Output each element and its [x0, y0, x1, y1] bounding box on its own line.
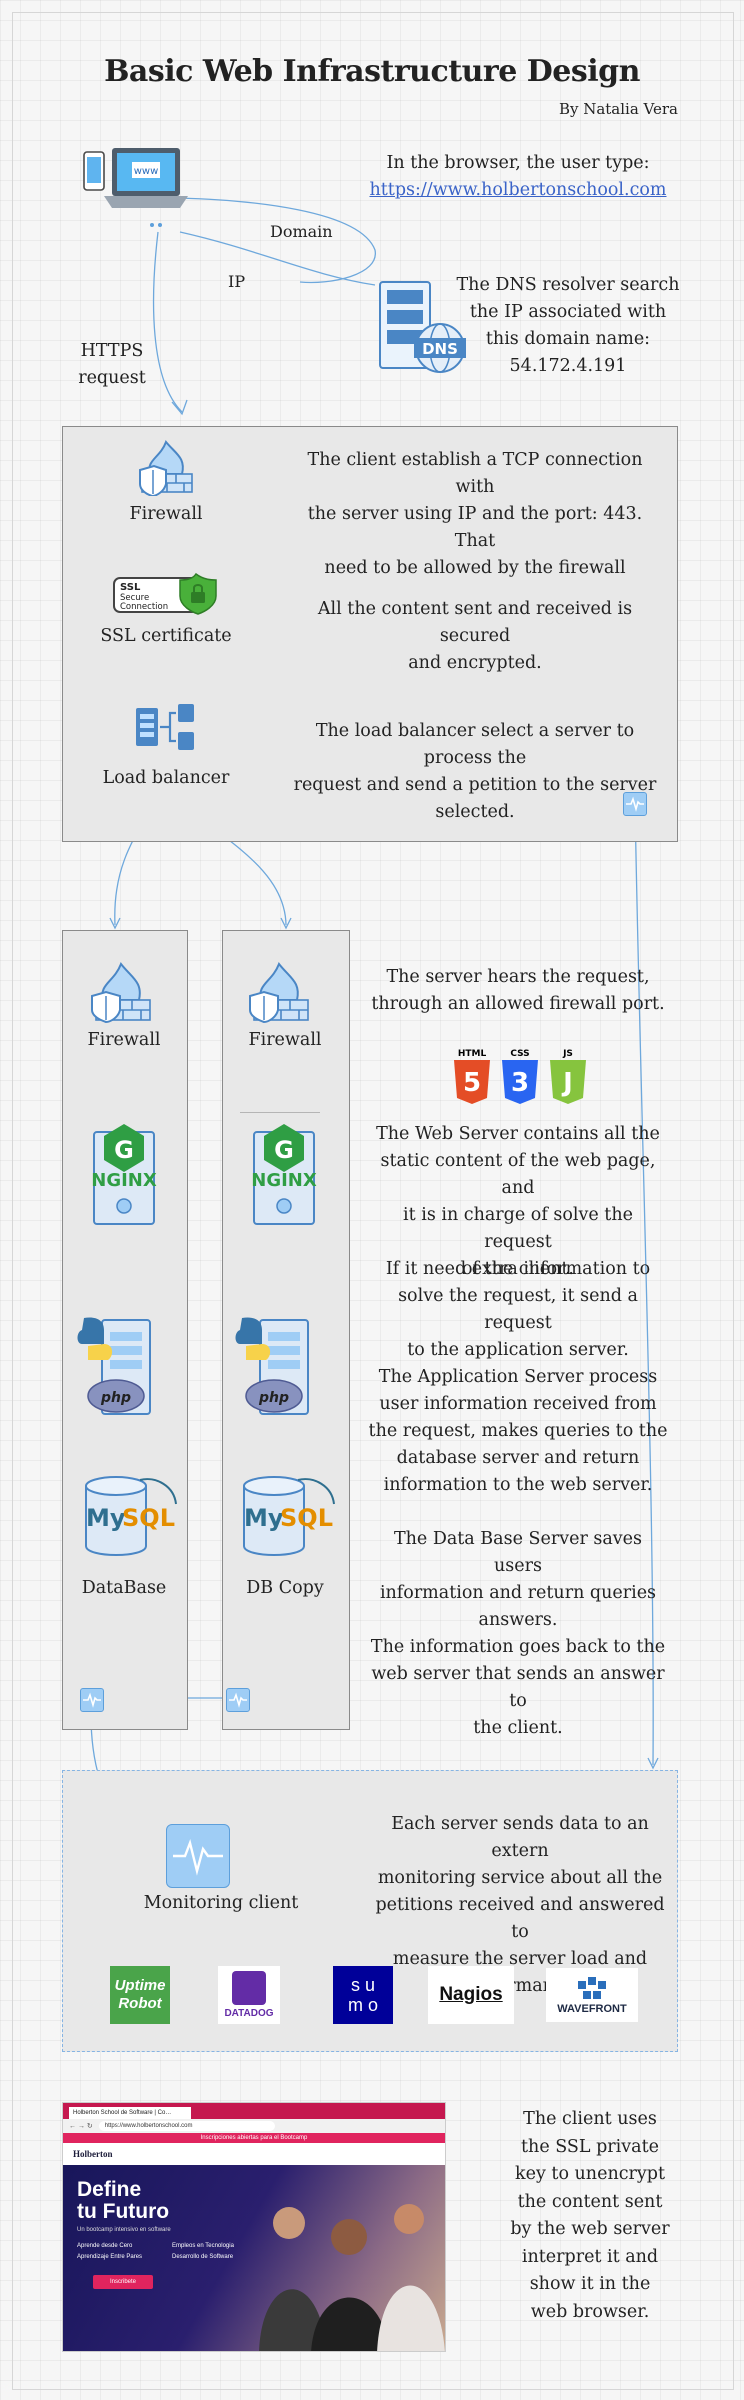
datadog-logo: DATADOG [218, 1966, 280, 2024]
server-2-firewall-icon [249, 962, 309, 1024]
svg-text:CSS: CSS [510, 1049, 529, 1059]
ssl-certificate-label: SSL certificate [100, 626, 232, 646]
load-balancer-icon [136, 704, 194, 750]
server-1-db-label: DataBase [81, 1578, 167, 1598]
hero-section: Define tu Futuro Un bootcamp intensivo e… [63, 2165, 445, 2351]
https-connector [152, 231, 183, 413]
server-2-app-server-icon: php [235, 1317, 309, 1415]
server-1-firewall-label: Firewall [87, 1030, 161, 1050]
monitoring-client-label: Monitoring client [143, 1893, 299, 1913]
dns-note: The DNS resolver search the IP associate… [448, 272, 688, 380]
monitoring-client-icon [166, 1824, 230, 1888]
nagios-logo: Nagios [428, 1966, 514, 2024]
arrowhead-3 [647, 1757, 659, 1770]
dns-icon-text: DNS [422, 340, 458, 358]
php-text: php [258, 1390, 289, 1406]
nginx-text: NGINX [251, 1170, 317, 1191]
address-input[interactable]: https://www.holbertonschool.com [98, 2121, 275, 2131]
monitor-line-right [634, 801, 654, 1766]
server-1-app-server-icon: php [77, 1317, 151, 1415]
divider [240, 1112, 320, 1113]
app-server-explanation: The Application Server process user info… [368, 1367, 668, 1495]
arrowhead-2 [280, 917, 292, 930]
hero-subtitle: Un bootcamp intensivo en software [77, 2227, 171, 2233]
server-1-firewall-icon [91, 962, 151, 1024]
firewall-icon [139, 440, 193, 496]
load-balancer-label: Load balancer [102, 768, 230, 788]
html-css-js-icon: HTML CSS JS 5 3 J [454, 1049, 586, 1104]
svg-text:My: My [244, 1504, 284, 1532]
svg-text:SSL: SSL [120, 582, 141, 593]
server-2-firewall-label: Firewall [248, 1030, 322, 1050]
web-server-explanation: The Web Server contains all the static c… [376, 1124, 660, 1279]
php-text: php [100, 1390, 131, 1406]
firewall-explanation: The server hears the request, through an… [371, 967, 665, 1014]
edge-monitor-agent-icon [623, 792, 647, 816]
server-2-mysql-icon: My SQL [243, 1476, 335, 1556]
edge-firewall-label: Firewall [129, 504, 203, 524]
wavefront-logo: WAVEFRONT [546, 1968, 638, 2022]
svg-text:J: J [561, 1068, 573, 1098]
response-explanation: The information goes back to the web ser… [370, 1637, 666, 1738]
svg-text:Connection: Connection [120, 602, 168, 612]
ssl-note: All the content sent and received is sec… [317, 599, 633, 673]
server-2-nginx-web-server-icon: G NGINX [251, 1124, 317, 1225]
edge-panel [62, 426, 678, 842]
https-arrowhead [171, 399, 188, 416]
svg-text:SQL: SQL [280, 1504, 333, 1532]
server-2-db-label: DB Copy [246, 1578, 324, 1598]
back-arrow-icon[interactable]: ← → ↻ [69, 2123, 93, 2130]
arrowhead-1 [109, 917, 121, 930]
svg-text:JS: JS [562, 1049, 573, 1059]
browser-note-line1: In the browser, the user type: [386, 153, 650, 173]
sumo-logic-logo: s u m o [333, 1966, 393, 2024]
final-note: The client uses the SSL private key to u… [510, 2109, 670, 2322]
svg-text:HTML: HTML [458, 1049, 487, 1059]
website-screenshot: Holberton School de Software | Co… ← → ↻… [62, 2102, 446, 2352]
database-explanation: The Data Base Server saves users informa… [379, 1529, 657, 1630]
uptime-robot-logo: Uptime Robot [110, 1966, 170, 2024]
extra-info-explanation: If it need extra information to solve th… [385, 1259, 651, 1360]
dns-ip-value: 54.172.4.191 [509, 356, 627, 376]
hero-title: Define tu Futuro [77, 2178, 170, 2223]
svg-text:My: My [86, 1504, 126, 1532]
svg-text:Secure: Secure [120, 593, 149, 603]
domain-label: Domain [270, 222, 333, 241]
server-1-mysql-icon: My SQL [85, 1476, 177, 1556]
domain-connector [177, 197, 376, 284]
svg-text:SQL: SQL [122, 1504, 175, 1532]
ssl-certificate-icon: SSL Secure Connection [113, 572, 217, 615]
browser-url-link[interactable]: https://www.holbertonschool.com [369, 180, 667, 200]
promo-banner: Inscripciones abiertas para el Bootcamp [63, 2133, 445, 2143]
svg-text:3: 3 [511, 1068, 529, 1098]
page-title: Basic Web Infrastructure Design [104, 54, 640, 89]
browser-address-bar: ← → ↻ https://www.holbertonschool.com [63, 2119, 445, 2133]
svg-text:5: 5 [463, 1068, 481, 1098]
ip-label: IP [228, 272, 246, 291]
edge-firewall-note: The client establish a TCP connection wi… [307, 450, 643, 578]
browser-tab[interactable]: Holberton School de Software | Co… [69, 2107, 191, 2119]
server-2-monitor-agent-icon [226, 1688, 250, 1712]
svg-text:G: G [114, 1136, 134, 1164]
nginx-text: NGINX [91, 1170, 157, 1191]
server-1-nginx-web-server-icon: G NGINX [91, 1124, 157, 1225]
server-1-monitor-agent-icon [80, 1688, 104, 1712]
author: By Natalia Vera [558, 100, 678, 118]
load-balancer-note: The load balancer select a server to pro… [293, 721, 657, 822]
browser-tab-bar: Holberton School de Software | Co… [63, 2103, 445, 2119]
laptop-icon: www [83, 148, 188, 227]
hero-cta-button[interactable]: Inscribete [93, 2275, 153, 2289]
dns-icon: DNS [379, 281, 466, 373]
site-logo[interactable]: Holberton [73, 2149, 113, 2159]
ip-connector [179, 231, 376, 286]
svg-text:G: G [274, 1136, 294, 1164]
svg-text:www: www [134, 166, 159, 177]
hero-people-image [259, 2204, 445, 2351]
site-header: Holberton [63, 2143, 445, 2165]
